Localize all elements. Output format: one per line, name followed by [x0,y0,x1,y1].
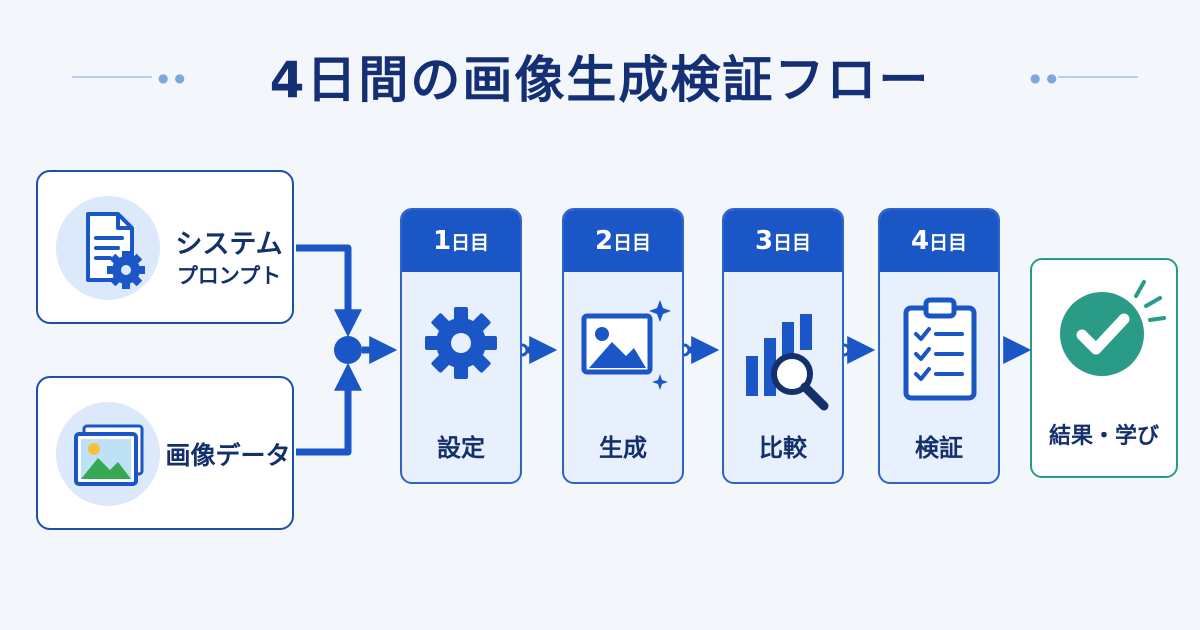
merge-hub [334,336,362,364]
page-title: 4日間の画像生成検証フロー [269,51,931,109]
bar-chart-magnifier-icon [746,314,829,411]
image-stack-icon [56,402,160,506]
check-circle-icon [1060,280,1166,376]
day-card-4: 4日目 検証 [878,208,1000,484]
day-unit: 日目 [773,232,812,254]
connector-image-to-hub [296,362,362,456]
image-sparkle-icon [581,300,671,390]
day-card-1: 1日目 設定 [400,208,522,484]
day-card-2: 2日目 生成 [562,208,684,484]
day-number: 3 [754,226,774,256]
day-label-3: 比較 [759,434,807,462]
day-header-4: 4日目 [880,210,998,272]
day-number: 2 [594,226,614,256]
day-header-1: 1日目 [402,210,520,272]
day-number: 4 [910,226,930,256]
input-label-line-2: プロンプト [176,264,282,288]
day-label-4: 検証 [915,434,963,462]
connector-prompt-to-hub [296,244,362,338]
title-dots-right: ●● [1030,71,1063,85]
document-gear-icon [56,196,160,300]
input-card-image-data: 画像データ [36,376,294,530]
clipboard-checklist-icon [903,297,977,401]
gear-icon [425,307,497,379]
day-card-3: 3日目 比較 [722,208,844,484]
title-dots-left: ●● [158,71,191,85]
title-rule-left [72,76,152,78]
day-number: 1 [432,226,452,256]
input-label-image-data: 画像データ [165,441,291,470]
day-unit: 日目 [929,232,968,254]
result-card: 結果・学び [1030,258,1178,478]
day-header-2: 2日目 [564,210,682,272]
day-unit: 日目 [451,232,490,254]
input-card-system-prompt: システム プロンプト [36,170,294,324]
result-label: 結果・学び [1048,424,1159,449]
day-label-1: 設定 [437,434,485,462]
title-rule-right [1058,76,1138,78]
day-label-2: 生成 [599,434,647,462]
input-label-line-1: システム [175,229,283,260]
day-header-3: 3日目 [724,210,842,272]
day-unit: 日目 [613,232,652,254]
